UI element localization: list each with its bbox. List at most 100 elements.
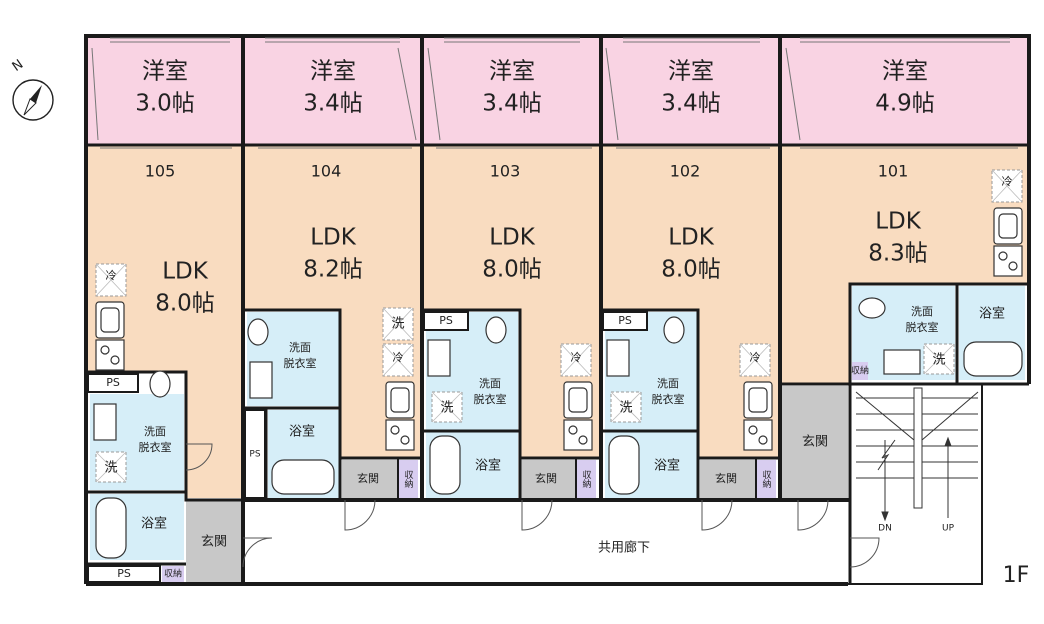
compass-north-label: N	[10, 57, 27, 75]
storage-102-label: 収納	[761, 469, 772, 489]
ps-105b-label: PS	[117, 567, 131, 580]
ldk-102-size: 8.0帖	[661, 257, 721, 283]
ldk-105-name: LDK	[162, 259, 209, 285]
washroom-102-label-2: 脱衣室	[652, 392, 685, 406]
ps-102-label: PS	[618, 314, 632, 327]
washer-104: 洗	[391, 317, 404, 332]
unit-number-102: 102	[670, 162, 701, 181]
ldk-102-name: LDK	[668, 225, 715, 251]
staircase	[855, 387, 979, 522]
ldk-101-size: 8.3帖	[868, 241, 928, 267]
stairs-up-label: UP	[942, 524, 955, 534]
fridge-102: 冷	[750, 351, 761, 364]
ldk-104-name: LDK	[310, 225, 357, 251]
entry-102	[700, 460, 755, 498]
bath-104-label: 浴室	[289, 424, 315, 440]
ldk-101-name: LDK	[875, 209, 922, 235]
ldk-103	[424, 146, 599, 458]
bedroom-105-name: 洋室	[142, 59, 188, 85]
bedroom-104	[245, 38, 420, 144]
bedroom-102-size: 3.4帖	[661, 91, 721, 117]
bedroom-103-size: 3.4帖	[482, 91, 542, 117]
fridge-104: 冷	[393, 351, 404, 364]
ldk-104	[245, 146, 420, 458]
bedroom-102	[603, 38, 778, 144]
storage-104-label: 収納	[403, 469, 414, 489]
bedroom-104-size: 3.4帖	[303, 91, 363, 117]
bedroom-101	[782, 38, 1027, 144]
washroom-103-label-1: 洗面	[479, 377, 501, 390]
entry-103	[520, 460, 575, 498]
bedroom-102-name: 洋室	[668, 59, 714, 85]
washroom-102-label-1: 洗面	[657, 377, 679, 390]
unit-number-105: 105	[145, 162, 176, 181]
fridge-105: 冷	[106, 269, 117, 282]
kitchen-units	[95, 207, 1023, 451]
fridge-101: 冷	[1002, 175, 1013, 188]
entry-103-label: 玄関	[535, 471, 557, 485]
washroom-101-label-2: 脱衣室	[906, 320, 939, 334]
ps-104-label: PS	[249, 450, 260, 460]
bedroom-101-name: 洋室	[882, 59, 928, 85]
unit-number-104: 104	[311, 162, 342, 181]
ldk-102	[603, 146, 778, 458]
entry-105-label: 玄関	[201, 535, 227, 550]
unit-number-101: 101	[878, 162, 909, 181]
floor-label: 1F	[1003, 563, 1030, 588]
bedroom-105	[88, 38, 241, 144]
bath-105-label: 浴室	[141, 516, 167, 532]
ldk-101	[782, 146, 1027, 384]
sanitary-fixtures	[93, 297, 1023, 559]
storage-105	[162, 566, 184, 582]
storage-101	[852, 362, 868, 380]
washroom-104-label-1: 洗面	[289, 341, 311, 354]
washroom-101-label-1: 洗面	[911, 305, 933, 318]
washer-102: 洗	[619, 401, 632, 416]
ps-103-label: PS	[439, 314, 453, 327]
storage-102	[757, 460, 776, 498]
storage-104	[399, 460, 418, 498]
entry-102-label: 玄関	[715, 471, 737, 485]
bedroom-103-name: 洋室	[489, 59, 535, 85]
compass-circle	[12, 79, 54, 121]
washer-103: 洗	[440, 401, 453, 416]
bath-103-label: 浴室	[475, 458, 501, 474]
bedroom-105-size: 3.0帖	[135, 91, 195, 117]
compass-tail	[23, 98, 37, 116]
bedroom-104-name: 洋室	[310, 59, 356, 85]
stairs-down-label: DN	[878, 524, 892, 534]
entry-doors	[185, 443, 880, 568]
ldk-105	[88, 146, 241, 498]
washer-101: 洗	[932, 353, 945, 368]
entry-104	[342, 460, 397, 498]
washroom-103-label-2: 脱衣室	[474, 392, 507, 406]
bedroom-103	[424, 38, 599, 144]
ps-105-label: PS	[106, 376, 120, 389]
entry-105	[186, 500, 241, 582]
ps-boxes	[87, 311, 648, 583]
entry-101-label: 玄関	[802, 435, 828, 450]
corridor-label: 共用廊下	[598, 540, 650, 556]
north-windows	[91, 37, 1018, 149]
washroom-104-label-2: 脱衣室	[284, 356, 317, 370]
storage-103	[577, 460, 596, 498]
compass: N	[10, 57, 54, 121]
bath-102-label: 浴室	[654, 458, 680, 474]
storage-103-label: 収納	[581, 469, 592, 489]
bath-101-label: 浴室	[979, 306, 1005, 322]
ldk-105-size: 8.0帖	[155, 291, 215, 317]
fridge-103: 冷	[571, 351, 582, 364]
ldk-104-size: 8.2帖	[303, 257, 363, 283]
washer-105: 洗	[104, 461, 117, 476]
entry-101	[782, 386, 848, 498]
bedroom-101-size: 4.9帖	[875, 91, 935, 117]
storage-101-label: 収納	[851, 365, 869, 377]
entry-104-label: 玄関	[357, 471, 379, 485]
washroom-105-label-1: 洗面	[144, 425, 166, 438]
compass-needle	[30, 85, 42, 103]
washroom-105-label-2: 脱衣室	[139, 440, 172, 454]
ldk-103-size: 8.0帖	[482, 257, 542, 283]
storage-105-label: 収納	[164, 568, 182, 580]
ldk-103-name: LDK	[489, 225, 536, 251]
